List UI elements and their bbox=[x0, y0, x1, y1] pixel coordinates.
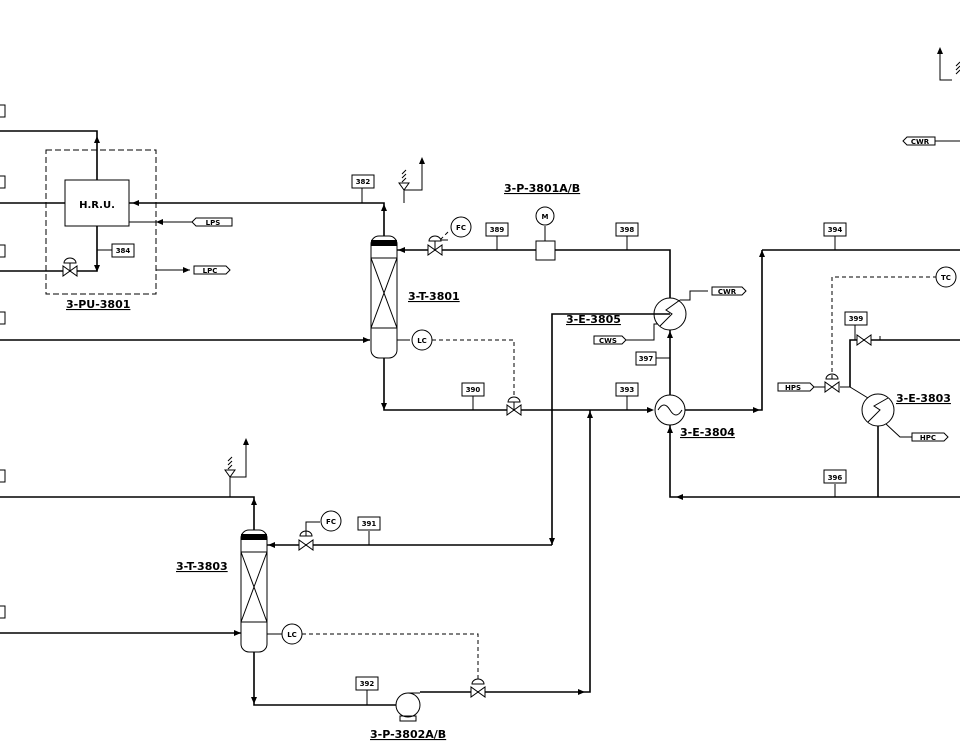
stream-tag-384 bbox=[111, 243, 135, 258]
svg-text:CWR: CWR bbox=[718, 288, 737, 296]
hru-unit-label: 3-PU-3801 bbox=[66, 298, 130, 311]
pump-top-label: 3-P-3801A/B bbox=[504, 182, 580, 195]
stream-tag-389 bbox=[485, 222, 509, 237]
svg-text:HPC: HPC bbox=[920, 434, 936, 442]
exchanger-3805-label: 3-E-3805 bbox=[566, 313, 621, 326]
top-right-utilities: CWR bbox=[902, 47, 960, 146]
utility-cwr-mid bbox=[711, 286, 747, 296]
svg-text:LC: LC bbox=[287, 631, 297, 639]
column-3-T-3801: 3-T-3801 382 LC 390 bbox=[0, 157, 650, 416]
stream-tag-398 bbox=[615, 222, 639, 237]
relief-valve-top bbox=[398, 157, 425, 203]
stream-tag-391 bbox=[357, 516, 381, 531]
pump-bottom-label: 3-P-3802A/B bbox=[370, 728, 446, 741]
exchanger-3-E-3803: 3-E-3803 HPS TC 399 HPC bbox=[777, 266, 960, 497]
column-bottom-label: 3-T-3803 bbox=[176, 560, 228, 573]
svg-text:TC: TC bbox=[941, 274, 951, 282]
svg-text:FC: FC bbox=[456, 224, 466, 232]
reflux-circuit: M 3-P-3801A/B FC 389 398 bbox=[397, 182, 671, 298]
stream-tag-396 bbox=[823, 469, 847, 484]
svg-text:393: 393 bbox=[620, 386, 635, 394]
utility-lps bbox=[191, 217, 233, 227]
svg-text:HPS: HPS bbox=[785, 384, 801, 392]
svg-text:399: 399 bbox=[849, 315, 864, 323]
svg-text:382: 382 bbox=[356, 178, 371, 186]
relief-valve-bottom bbox=[224, 438, 249, 497]
stream-tag-382 bbox=[351, 174, 375, 189]
hru-package: H.R.U. 3-PU-3801 384 LPS LPC bbox=[0, 130, 233, 311]
utility-hpc bbox=[911, 432, 949, 442]
column-top-label: 3-T-3801 bbox=[408, 290, 460, 303]
svg-text:390: 390 bbox=[466, 386, 481, 394]
svg-text:396: 396 bbox=[828, 474, 843, 482]
svg-text:LPS: LPS bbox=[206, 219, 221, 227]
svg-text:LC: LC bbox=[417, 337, 427, 345]
hru-label: H.R.U. bbox=[79, 200, 115, 211]
svg-text:CWR: CWR bbox=[911, 138, 930, 146]
stream-tag-393 bbox=[615, 382, 639, 397]
exchanger-3804-label: 3-E-3804 bbox=[680, 426, 735, 439]
utility-lpc bbox=[193, 265, 231, 275]
pump-3801 bbox=[535, 240, 556, 261]
hru-control-valve bbox=[62, 257, 78, 277]
svg-text:398: 398 bbox=[620, 226, 635, 234]
svg-text:FC: FC bbox=[326, 518, 336, 526]
svg-text:394: 394 bbox=[828, 226, 843, 234]
svg-text:392: 392 bbox=[360, 680, 375, 688]
pump-3802 bbox=[395, 692, 421, 722]
exchanger-3803-label: 3-E-3803 bbox=[896, 392, 951, 405]
stream-tag-399 bbox=[844, 311, 868, 326]
stream-tag-392 bbox=[355, 676, 379, 691]
stream-tag-397 bbox=[635, 351, 657, 366]
svg-text:M: M bbox=[542, 213, 549, 221]
left-edge-connectors bbox=[0, 104, 6, 619]
bottoms-control-valve bbox=[506, 396, 522, 416]
stream-tag-390 bbox=[461, 382, 485, 397]
utility-cws bbox=[593, 335, 627, 345]
svg-text:LPC: LPC bbox=[203, 267, 218, 275]
utility-hps bbox=[777, 382, 815, 392]
svg-text:391: 391 bbox=[362, 520, 377, 528]
column-3-T-3803: 3-T-3803 FC 391 LC 3-P-38 bbox=[0, 410, 593, 741]
stream-tag-394 bbox=[823, 222, 847, 237]
exchanger-3-E-3804: 3-E-3804 393 394 396 bbox=[615, 222, 960, 500]
exchanger-3-E-3805: CWR CWS 3-E-3805 397 bbox=[549, 286, 747, 545]
svg-text:397: 397 bbox=[639, 355, 654, 363]
level-controller-top: LC bbox=[397, 329, 515, 402]
svg-text:CWS: CWS bbox=[599, 337, 617, 345]
svg-text:384: 384 bbox=[116, 247, 131, 255]
svg-text:389: 389 bbox=[490, 226, 505, 234]
